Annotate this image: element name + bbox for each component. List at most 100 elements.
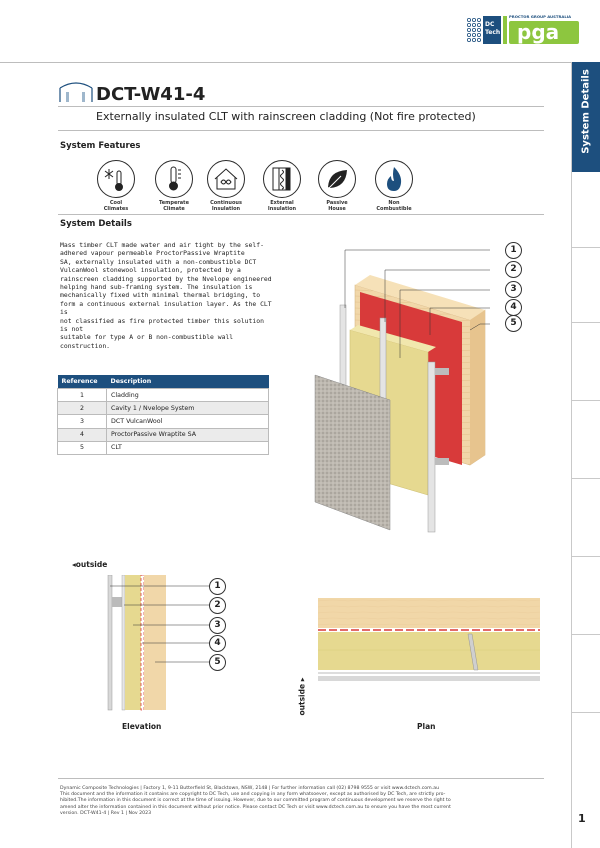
pga-logo: [509, 21, 579, 44]
feature-label-line1: Temperate: [159, 200, 189, 206]
isometric-wall-drawing: [314, 249, 490, 533]
table-header-row: Reference Description: [57, 375, 269, 389]
footer-line: amend alter the information contained in…: [60, 804, 451, 810]
sidebar-border: [571, 62, 572, 848]
header-divider: [0, 62, 571, 63]
footer-line: hibited.The information in this document…: [60, 798, 451, 804]
cell-desc: DCT VulcanWool: [106, 414, 269, 429]
house-infinity-icon: [214, 168, 238, 190]
footer-line: Dynamic Composite Technologies | Factory…: [60, 786, 440, 791]
cell-ref: 2: [57, 401, 107, 416]
col-description: Description: [106, 375, 269, 389]
thermometer-icon: [169, 166, 181, 191]
sidebar-divider: [571, 478, 600, 479]
elevation-drawing: [107, 575, 210, 711]
outside-label-elevation: ◂outside: [72, 560, 108, 569]
sidebar-tab-system-details[interactable]: System Details: [571, 62, 600, 172]
dctech-logo-text: DC Tech: [485, 21, 501, 36]
title-divider: [58, 106, 544, 107]
pga-logo-text: pga: [517, 20, 560, 44]
feature-label-line2: Insulation: [211, 206, 241, 212]
sidebar-tab-label: System Details: [580, 69, 592, 154]
callout-2: 2: [209, 597, 226, 614]
feature-label-line1: Continuous: [210, 200, 242, 206]
footer-divider: [58, 778, 544, 779]
description-line: form a continuous external insulation la…: [60, 299, 272, 317]
features-divider: [58, 214, 544, 215]
footer-line: This document and the information it con…: [60, 792, 446, 798]
feature-label-line2: Climate: [163, 206, 185, 212]
sidebar-divider: [571, 322, 600, 323]
sidebar-divider: [571, 712, 600, 713]
cell-ref: 4: [57, 427, 107, 442]
cell-ref: 3: [57, 414, 107, 429]
sidebar-divider: [571, 634, 600, 635]
snowflake-thermometer-icon: [104, 169, 123, 191]
outside-label-text: outside: [297, 683, 307, 716]
description-line: SA, externally insulated with a non-comb…: [60, 257, 257, 266]
feature-label-line2: Insulation: [267, 206, 297, 212]
leaf-icon: [328, 170, 347, 189]
feature-label-line1: Passive: [326, 200, 348, 206]
footer: Dynamic Composite Technologies | Factory…: [60, 786, 530, 817]
callout-2: 2: [505, 261, 522, 278]
feature-label-line2: House: [328, 206, 346, 212]
pga-logo-caption: PROCTOR GROUP AUSTRALIA: [509, 14, 572, 19]
cell-desc: Cavity 1 / Nvelope System: [106, 401, 269, 416]
description-line: suitable for type A or B non-combustible…: [60, 333, 234, 350]
subtitle-divider: [58, 130, 544, 131]
callout-4: 4: [209, 635, 226, 652]
callout-5: 5: [209, 654, 226, 671]
plan-drawing: [318, 598, 540, 681]
cell-desc: Cladding: [106, 387, 269, 403]
plan-label: Plan: [417, 722, 436, 731]
callout-1: 1: [505, 242, 522, 259]
sidebar-divider: [571, 400, 600, 401]
sidebar: System Details: [571, 62, 600, 848]
header-logos: DC Tech PROCTOR GROUP AUSTRALIA pga: [465, 12, 585, 52]
dctech-logo: [467, 16, 507, 44]
house-outline-icon: [59, 82, 93, 102]
description-line: VulcanWool stonewool insulation, protect…: [60, 266, 241, 275]
description-line: helping hand sub-framing system. The ins…: [60, 283, 253, 292]
callout-3: 3: [505, 281, 522, 298]
features-heading: System Features: [60, 141, 141, 151]
details-heading: System Details: [60, 219, 132, 229]
footer-line: version. DCT-W41-4 | Rev 1 | Nov 2023: [60, 810, 152, 816]
description-line: mechanically fixed with minimal thermal …: [60, 291, 261, 300]
page-title: DCT-W41-4: [96, 84, 206, 105]
feature-label-line1: Non: [388, 200, 400, 206]
page-number: 1: [578, 812, 586, 825]
feature-label-line2: Combustible: [376, 206, 412, 212]
description-line: adhered vapour permeable ProctorPassive …: [60, 249, 245, 258]
feature-label-line2: Climates: [103, 206, 129, 212]
sidebar-divider: [571, 247, 600, 248]
description-line: rainscreen cladding supported by the Nve…: [60, 274, 272, 283]
description-line: Mass timber CLT made water and air tight…: [60, 241, 264, 249]
system-description: Mass timber CLT made water and air tight…: [60, 241, 275, 350]
flame-icon: [387, 167, 402, 191]
wall-insulation-icon: [272, 167, 291, 191]
callout-1: 1: [209, 578, 226, 595]
elevation-label: Elevation: [122, 722, 162, 731]
feature-label-line1: External: [270, 200, 294, 206]
callout-4: 4: [505, 299, 522, 316]
outside-label-text: outside: [75, 560, 108, 569]
feature-label-line1: Cool: [109, 200, 123, 206]
sidebar-divider: [571, 556, 600, 557]
callout-5: 5: [505, 315, 522, 332]
callout-3: 3: [209, 617, 226, 634]
cell-desc: CLT: [106, 440, 269, 455]
page-subtitle: Externally insulated CLT with rainscreen…: [96, 110, 476, 123]
